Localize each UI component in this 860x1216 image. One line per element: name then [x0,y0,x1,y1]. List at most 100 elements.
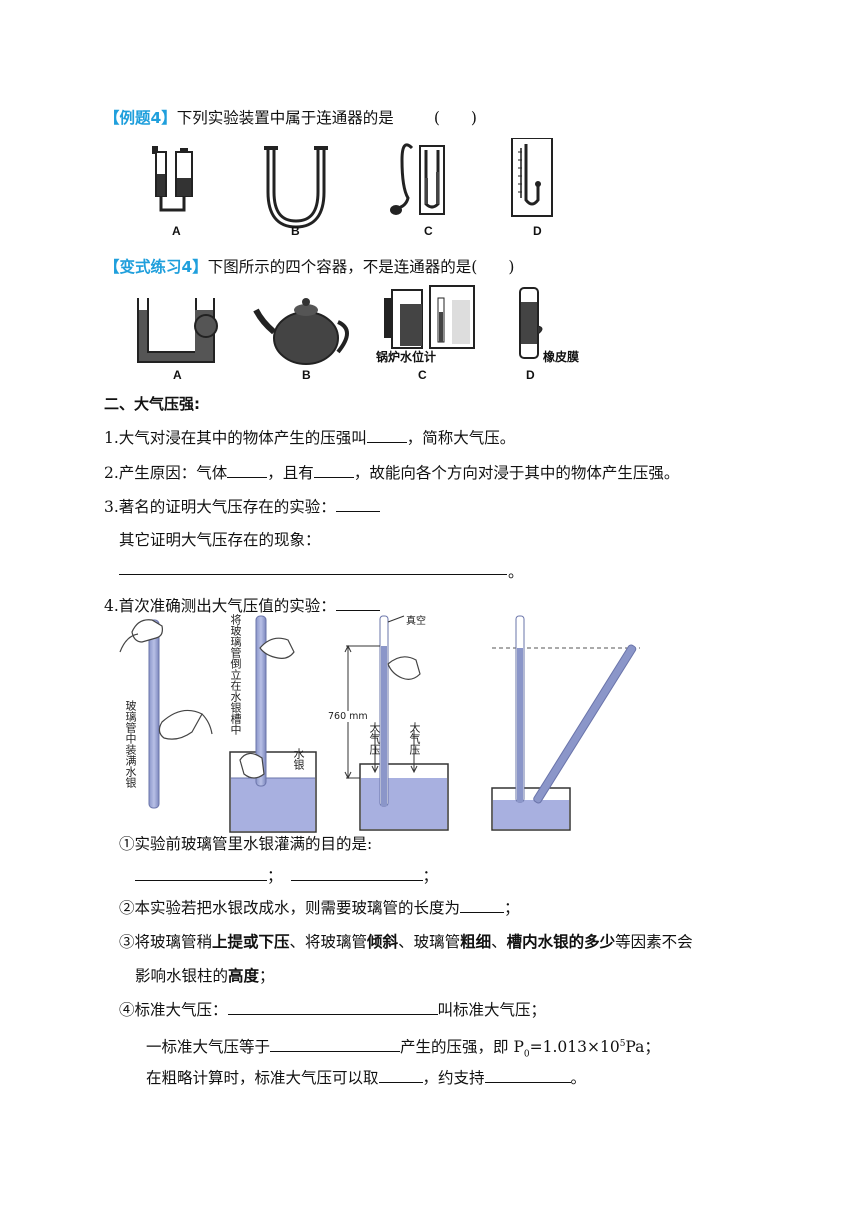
variant-label-a: A [173,368,182,382]
panel-mercury-column [344,615,449,831]
item2-text-a: 2.产生原因：气体 [104,464,228,482]
q3-g: 影响水银柱的 [135,967,229,985]
label-c: C [424,224,433,238]
q2-text-a: ②本实验若把水银改成水，则需要玻璃管的长度为 [119,899,461,917]
example4-answer-paren: ( ) [433,109,477,127]
apparatus-a [152,146,193,212]
container-a [137,298,218,363]
q3-h: ； [259,967,275,985]
blank-4[interactable] [335,596,380,611]
container-d [519,287,543,359]
variant4-question: 下图所示的四个容器，不是连通器的是( ) [207,258,515,276]
item4-text: 4.首次准确测出大气压值的实验： [104,597,336,615]
blank-q4c[interactable] [378,1068,423,1083]
q1-sep2: ； [422,867,439,885]
variant-label-b: B [302,368,311,382]
q4-l2-d: Pa； [625,1038,660,1057]
q4-l2-c: =1.013×10 [529,1038,620,1057]
question-4-line2: 一标准大气压等于 产生的压强，即 P0=1.013×105Pa； [146,1034,660,1064]
blank-q4d[interactable] [484,1068,571,1083]
height-label: 760 mm [328,711,368,722]
blank-q4b[interactable] [270,1037,401,1053]
q1-sep1: ； [267,867,283,885]
q3-e: 、 [491,933,507,951]
variant4-figures [137,285,543,365]
item1-text-b: ，简称大气压。 [406,429,516,447]
label-b: B [291,224,300,238]
item2: 2.产生原因：气体 ，且有 ，故能向各个方向对浸于其中的物体产生压强。 [104,463,679,483]
q4-l2-sup: 5 [619,1039,626,1049]
blank-q1a[interactable] [135,866,267,881]
mercury-label: 水银 [292,748,305,770]
blank-1[interactable] [366,428,407,443]
container-c [384,285,475,349]
question-3-cont: 影响水银柱的高度； [135,966,275,986]
item3: 3.著名的证明大气压存在的实验： [104,497,380,517]
q3-a: ③将玻璃管稍 [119,933,213,951]
torricelli-figure [119,615,640,833]
q3-c: 、将玻璃管 [289,933,368,951]
atm-right-label: 大气压 [408,722,421,755]
atm-left-label: 大气压 [368,722,381,755]
blank-q1b[interactable] [290,866,423,881]
question-1: ①实验前玻璃管里水银灌满的目的是: [119,835,373,853]
q4-l2-b: 产生的压强，即 P [400,1038,524,1057]
variant4-line: 【变式练习4】下图所示的四个容器，不是连通器的是( ) [104,257,514,277]
q3-d: 、玻璃管 [398,933,461,951]
q2-text-b: ； [504,899,520,917]
variant4-tag: 【变式练习4】 [104,258,208,276]
item3-text: 3.著名的证明大气压存在的实验： [104,498,336,516]
item1-text-a: 1.大气对浸在其中的物体产生的压强叫 [104,429,367,447]
panel2-caption: 将玻璃管倒立在水银槽中 [229,614,242,735]
q3-bold-3: 粗细 [460,933,492,951]
question-4: ④标准大气压： 叫标准大气压； [119,1000,546,1020]
q4-a: ④标准大气压： [119,1001,228,1019]
q3-bold-1: 上提或下压 [212,933,290,951]
q4-l3-b: ，约支持 [422,1069,485,1087]
item2-text-c: ，故能向各个方向对浸于其中的物体产生压强。 [353,464,680,482]
question-1-blanks: ；； [135,866,438,886]
item4: 4.首次准确测出大气压值的实验： [104,596,380,616]
blank-3[interactable] [335,497,380,512]
question-2: ②本实验若把水银改成水，则需要玻璃管的长度为 ； [119,898,520,918]
apparatus-d [511,138,553,217]
q4-l2-a: 一标准大气压等于 [146,1038,271,1057]
apparatus-b [264,146,328,229]
container-b [253,298,349,365]
item1: 1.大气对浸在其中的物体产生的压强叫 ，简称大气压。 [104,428,515,448]
blank-q4a[interactable] [227,1000,438,1015]
label-d: D [533,224,542,238]
vacuum-label: 真空 [406,616,426,627]
blank-3-other[interactable] [119,574,507,575]
q3-bold-2: 倾斜 [367,933,399,951]
q3-bold-5: 高度 [228,967,260,985]
section2-heading: 二、大气压强: [104,395,200,413]
example4-tag: 【例题4】 [104,109,177,127]
q3-f: 等因素不会 [615,933,693,951]
item2-text-b: ，且有 [267,464,314,482]
panel-invert-tube [229,615,317,833]
item3-end: 。 [508,563,524,581]
example4-figures [152,138,553,229]
example4-question: 下列实验装置中属于连通器的是 [176,109,394,127]
callout-rubber-membrane: 橡皮膜 [543,350,580,364]
q3-bold-4: 槽内水银的多少 [506,933,616,951]
question-3: ③将玻璃管稍上提或下压、将玻璃管倾斜、玻璃管粗细、槽内水银的多少等因素不会 [119,932,693,952]
panel1-caption: 玻璃管中装满水银 [124,700,137,788]
q4-l3-c: 。 [570,1069,587,1087]
q4-l2-sub: 0 [523,1049,530,1060]
panel-fill-tube [119,619,213,809]
apparatus-c [390,143,445,215]
question-4-line3: 在粗略计算时，标准大气压可以取，约支持。 [146,1068,586,1088]
callout-boiler-gauge: 锅炉水位计 [376,350,437,364]
panel-tilted-tube [491,615,640,831]
blank-q2[interactable] [460,898,505,913]
variant-label-c: C [418,368,427,382]
variant-label-d: D [526,368,535,382]
item3-other: 其它证明大气压存在的现象： [119,531,321,549]
example4-line: 【例题4】下列实验装置中属于连通器的是 ( ) [104,108,477,128]
label-a: A [172,224,181,238]
blank-2b[interactable] [313,463,354,478]
blank-2a[interactable] [227,463,268,478]
q4-b: 叫标准大气压； [437,1001,547,1019]
